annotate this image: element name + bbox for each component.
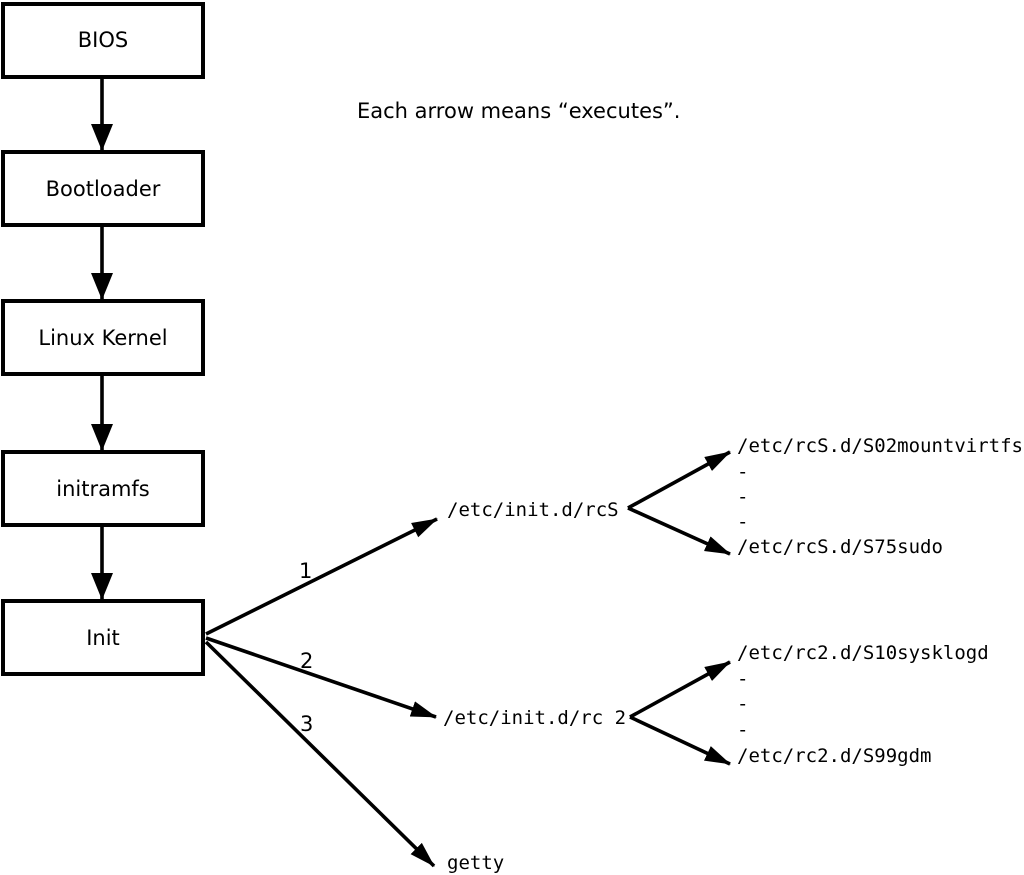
box-linux-kernel: Linux Kernel: [1, 299, 205, 376]
script-rc2-s99gdm: /etc/rc2.d/S99gdm: [737, 745, 931, 767]
script-rcs-ellipsis-dash-2: -: [737, 486, 748, 508]
box-initramfs: initramfs: [1, 450, 205, 527]
box-initramfs-rect: [1, 450, 205, 527]
box-bootloader-label: Bootloader: [46, 177, 161, 201]
arrow-init-to-getty: [204, 640, 436, 868]
box-bios-label: BIOS: [78, 28, 128, 52]
branch-order-3: 3: [300, 712, 313, 736]
script-rcs-s75sudo: /etc/rcS.d/S75sudo: [737, 536, 943, 558]
script-rc2-s10sysklogd: /etc/rc2.d/S10sysklogd: [737, 642, 989, 664]
box-bios-rect: [1, 2, 205, 79]
branch-order-1: 1: [299, 559, 312, 583]
script-rcs-ellipsis-dash-3: -: [737, 511, 748, 533]
arrow-meaning-note: Each arrow means “executes”.: [357, 99, 680, 123]
target-getty: getty: [447, 852, 504, 874]
arrow-rcs-to-s02mountvirtfs: [627, 450, 731, 510]
arrow-init-to-rc2: [205, 636, 437, 719]
box-bootloader: Bootloader: [1, 150, 205, 227]
branch-order-2: 2: [300, 649, 313, 673]
script-rc2-ellipsis-dash-1: -: [737, 668, 748, 690]
script-rc2-ellipsis-dash-3: -: [737, 719, 748, 741]
target-etc-init-d-rc2: /etc/init.d/rc 2: [443, 707, 626, 729]
arrow-rcs-to-s75sudo: [627, 506, 731, 556]
script-rcs-s02mountvirtfs: /etc/rcS.d/S02mountvirtfs: [737, 435, 1023, 457]
box-initramfs-label: initramfs: [56, 477, 150, 501]
target-etc-init-d-rcs: /etc/init.d/rcS: [447, 499, 619, 521]
box-linux-kernel-label: Linux Kernel: [38, 326, 167, 350]
script-rc2-ellipsis-dash-2: -: [737, 693, 748, 715]
arrow-rc2-to-s10sysklogd: [629, 660, 731, 719]
box-init: Init: [1, 599, 205, 676]
box-init-label: Init: [86, 626, 120, 650]
box-init-rect: [1, 599, 205, 676]
arrow-init-to-rcs: [205, 517, 438, 636]
arrow-rc2-to-s99gdm: [629, 715, 731, 766]
box-bios: BIOS: [1, 2, 205, 79]
script-rcs-ellipsis-dash-1: -: [737, 461, 748, 483]
